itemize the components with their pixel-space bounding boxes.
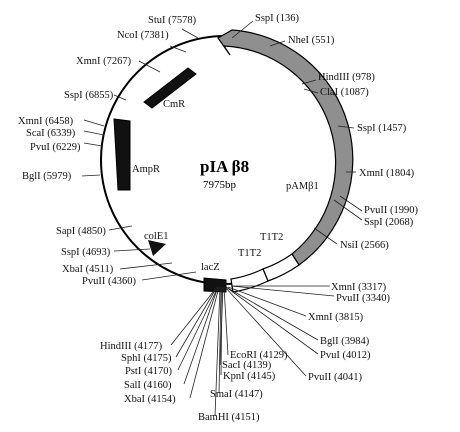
site-label-NsiI: NsiI (2566) bbox=[340, 240, 389, 251]
leader-PvuI-6229 bbox=[83, 142, 103, 147]
leader-SspI-1457 bbox=[337, 125, 355, 129]
site-label-SapI: SapI (4850) bbox=[56, 226, 106, 237]
leader-SspI-4693 bbox=[113, 248, 151, 252]
leader-HindIII-978 bbox=[301, 79, 317, 85]
site-label-EcoRI: EcoRI (4129) bbox=[230, 350, 288, 361]
leader-XbaI-4511 bbox=[119, 262, 173, 270]
site-label-SacI: SacI (4139) bbox=[222, 360, 272, 371]
leader-XmnI-6458 bbox=[83, 119, 105, 127]
AmpR-arc bbox=[113, 118, 131, 191]
site-label-NheI: NheI (551) bbox=[288, 35, 335, 46]
site-label-BamHI: BamHI (4151) bbox=[198, 412, 260, 423]
T1T2-outer-label: T1T2 bbox=[260, 232, 283, 243]
leader-HindIII-4177 bbox=[170, 286, 218, 346]
leader-PvuII-4360 bbox=[141, 271, 197, 281]
T1T2-inner-label: T1T2 bbox=[238, 248, 261, 259]
leader-KpnI bbox=[220, 286, 223, 376]
leader-SmaI bbox=[218, 286, 222, 394]
T1T2-outer-arc bbox=[262, 253, 300, 282]
site-label-BglI-3984: BglI (3984) bbox=[320, 336, 370, 347]
site-label-XmnI-3815: XmnI (3815) bbox=[308, 312, 364, 323]
site-label-NcoI: NcoI (7381) bbox=[117, 30, 169, 41]
leader-PvuII-3340 bbox=[230, 285, 335, 297]
leader-StuI bbox=[181, 28, 199, 39]
site-label-ScaI: ScaI (6339) bbox=[26, 128, 76, 139]
site-leader-lines bbox=[81, 20, 363, 417]
AmpR-label: AmpR bbox=[132, 164, 160, 175]
CmR-label: CmR bbox=[163, 99, 185, 110]
leader-BglI-5979 bbox=[81, 174, 101, 177]
site-label-PstI: PstI (4170) bbox=[125, 366, 172, 377]
leader-PvuII-1990 bbox=[339, 195, 363, 212]
site-label-PvuII-3340: PvuII (3340) bbox=[336, 293, 390, 304]
colE1-arc bbox=[148, 240, 166, 256]
site-label-StuI: StuI (7578) bbox=[148, 15, 197, 26]
site-label-SmaI: SmaI (4147) bbox=[210, 389, 263, 400]
leader-SspI-2068 bbox=[333, 199, 363, 221]
site-label-SspI-2068: SspI (2068) bbox=[364, 217, 414, 228]
site-label-XmnI-7267: XmnI (7267) bbox=[76, 56, 132, 67]
leader-SspI-6855 bbox=[113, 94, 127, 101]
site-label-XbaI-4511: XbaI (4511) bbox=[62, 264, 114, 275]
leader-XmnI-7267 bbox=[138, 60, 161, 73]
site-label-BglI-5979: BglI (5979) bbox=[22, 171, 72, 182]
site-label-SspI-136: SspI (136) bbox=[255, 13, 300, 24]
lacZ-arc bbox=[203, 277, 227, 293]
site-label-PvuII-4041: PvuII (4041) bbox=[308, 372, 362, 383]
site-labels: StuI (7578) NcoI (7381) XmnI (7267) SspI… bbox=[18, 13, 418, 423]
leader-PvuI-4012 bbox=[225, 286, 319, 355]
site-label-PvuII-1990: PvuII (1990) bbox=[364, 205, 418, 216]
site-label-SspI-4693: SspI (4693) bbox=[61, 247, 111, 258]
site-label-ClaI: ClaI (1087) bbox=[320, 87, 369, 98]
leader-NcoI bbox=[169, 45, 187, 53]
site-label-PvuI-6229: PvuI (6229) bbox=[30, 142, 81, 153]
leader-ClaI bbox=[303, 88, 319, 94]
leader-BglI-3984 bbox=[225, 286, 319, 341]
leader-XbaI-4154 bbox=[189, 286, 220, 399]
leader-XmnI-3815 bbox=[227, 286, 307, 317]
site-label-PvuI-4012: PvuI (4012) bbox=[320, 350, 371, 361]
pAMb1-label: pAMβ1 bbox=[286, 181, 319, 192]
feature-labels: pAMβ1 T1T2 T1T2 lacZ colE1 AmpR CmR bbox=[132, 99, 319, 273]
colE1-label: colE1 bbox=[144, 231, 169, 242]
site-label-XmnI-1804: XmnI (1804) bbox=[359, 168, 415, 179]
site-label-XmnI-6458: XmnI (6458) bbox=[18, 116, 74, 127]
site-label-SalI: SalI (4160) bbox=[124, 380, 172, 391]
CmR-arc bbox=[143, 67, 197, 109]
site-label-SspI-1457: SspI (1457) bbox=[357, 123, 407, 134]
site-label-XbaI-4154: XbaI (4154) bbox=[124, 394, 176, 405]
site-label-PvuII-4360: PvuII (4360) bbox=[82, 276, 136, 287]
site-label-SphI: SphI (4175) bbox=[121, 353, 172, 364]
lacZ-label: lacZ bbox=[201, 262, 220, 273]
leader-BamHI bbox=[214, 286, 221, 417]
leader-NheI bbox=[269, 40, 286, 47]
site-label-SspI-6855: SspI (6855) bbox=[64, 90, 114, 101]
T1T2-inner-arc bbox=[230, 268, 269, 293]
site-label-XmnI-3317: XmnI (3317) bbox=[331, 282, 387, 293]
leader-ScaI bbox=[83, 130, 105, 136]
leader-PstI bbox=[177, 286, 219, 371]
leader-SapI bbox=[108, 225, 133, 231]
leader-SphI bbox=[175, 286, 218, 358]
leader-PvuII-4041 bbox=[224, 286, 307, 377]
plasmid-size: 7975bp bbox=[203, 179, 237, 191]
leader-SspI-136 bbox=[231, 20, 254, 39]
plasmid-name: pIA β8 bbox=[200, 157, 249, 176]
site-label-HindIII-4177: HindIII (4177) bbox=[100, 341, 163, 352]
pAMb1-arc bbox=[217, 29, 354, 266]
site-label-KpnI: KpnI (4145) bbox=[223, 371, 276, 382]
leader-SalI bbox=[183, 286, 219, 385]
leader-NsiI bbox=[313, 227, 338, 245]
leader-EcoRI bbox=[223, 286, 229, 356]
site-label-HindIII-978: HindIII (978) bbox=[318, 72, 375, 83]
